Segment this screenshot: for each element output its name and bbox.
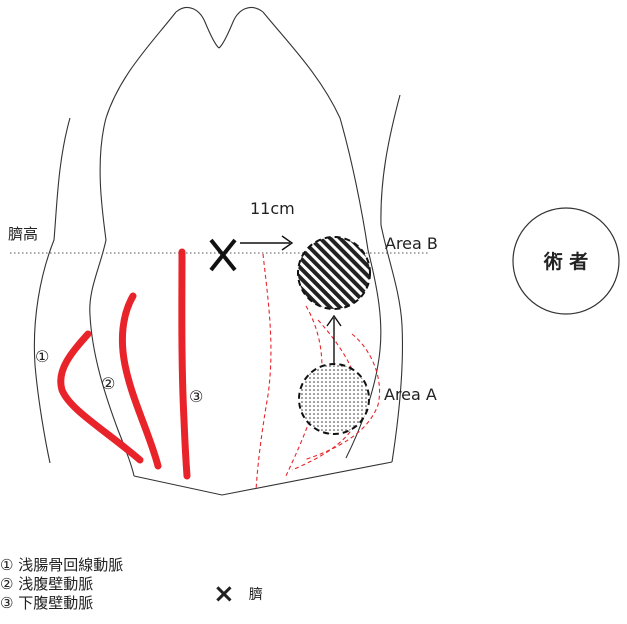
- area-a-to-b-arrow: [327, 316, 341, 366]
- vessel-legend: ① 浅腸骨回線動脈 ② 浅腹壁動脈 ③ 下腹壁動脈: [0, 556, 123, 613]
- neck-notch-right: [219, 7, 263, 48]
- groin-line: [134, 462, 392, 495]
- umbilicus-legend-label: 臍: [249, 584, 263, 604]
- vessel-number-1: ①: [35, 347, 49, 366]
- distance-arrow: [240, 236, 292, 250]
- vessel-1-superficial-circumflex-iliac: [61, 334, 140, 460]
- vessel-number-2: ②: [101, 374, 115, 393]
- area-a-circle: [299, 364, 369, 434]
- vessel-2-superficial-epigastric: [122, 296, 158, 466]
- vessels: [61, 252, 187, 476]
- legend-item-3: ③ 下腹壁動脈: [0, 594, 123, 613]
- legend-item-2: ② 浅腹壁動脈: [0, 575, 123, 594]
- area-a-label: Area A: [384, 385, 437, 404]
- left-flank-outline: [34, 118, 70, 463]
- dashed-vessel-midline: [256, 254, 271, 490]
- umbilicus-x-icon: [211, 240, 235, 270]
- vessel-number-3: ③: [189, 387, 203, 406]
- x-mark-icon: ×: [213, 581, 235, 607]
- distance-label: 11cm: [250, 199, 295, 218]
- surgeon-label: 術 者: [543, 250, 589, 273]
- area-b-circle: [298, 237, 370, 309]
- neck-notch-left: [176, 7, 219, 48]
- umbilicus-legend: × 臍: [213, 581, 263, 607]
- area-b-label: Area B: [385, 234, 438, 253]
- right-flank-outline: [381, 95, 403, 462]
- umbilical-height-label: 臍高: [8, 225, 38, 243]
- left-torso-outline: [90, 12, 176, 476]
- legend-item-1: ① 浅腸骨回線動脈: [0, 556, 123, 575]
- vessel-3-inferior-epigastric: [182, 252, 187, 476]
